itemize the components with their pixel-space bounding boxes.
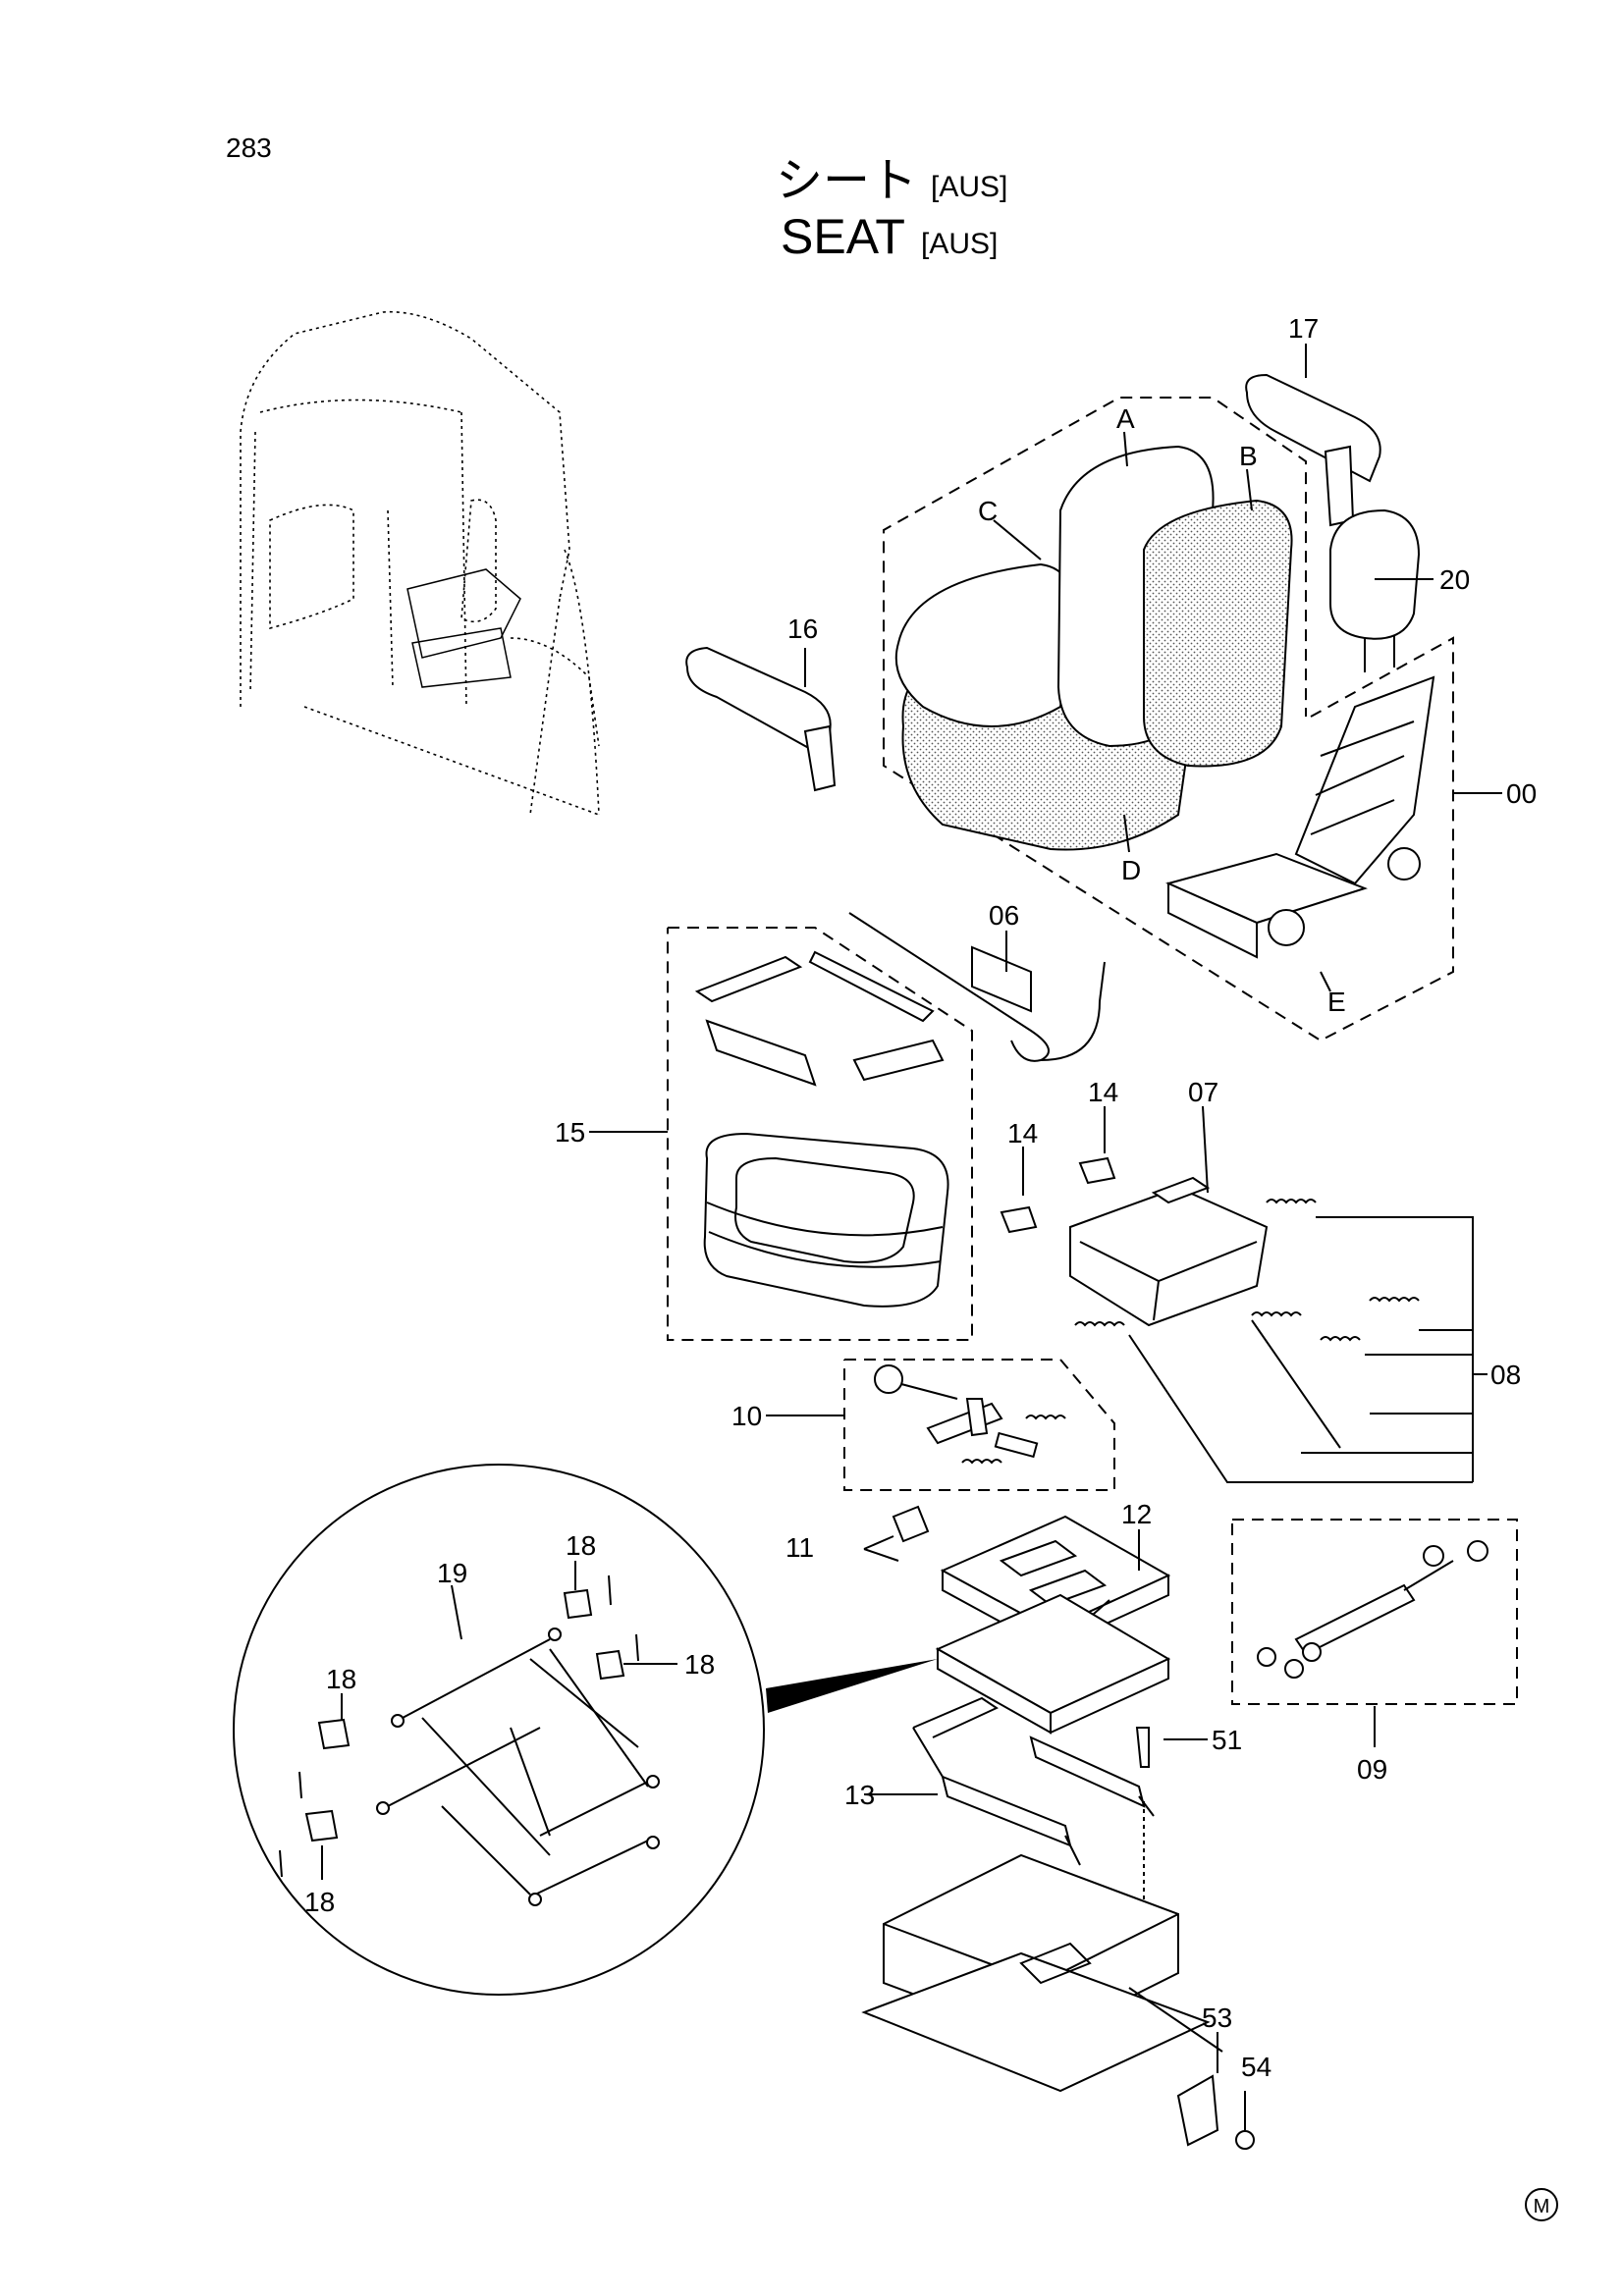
callout-b: B — [1239, 441, 1258, 471]
callout-12: 12 — [1121, 1499, 1152, 1529]
seat-assembly-outline — [883, 397, 1454, 1042]
group-15-outline — [667, 927, 973, 1341]
callout-54: 54 — [1241, 2052, 1271, 2082]
bracket-07 — [1069, 1176, 1269, 1327]
springs-08 — [1074, 1199, 1488, 1483]
callout-08: 08 — [1490, 1360, 1521, 1390]
callout-00: 00 — [1506, 778, 1537, 809]
callout-c: C — [978, 496, 998, 526]
callout-17: 17 — [1288, 313, 1319, 344]
suspension-12 — [935, 1515, 1171, 1735]
armrest-17 — [1245, 373, 1381, 527]
page-number: 283 — [226, 133, 272, 163]
lever-13 — [912, 1696, 1155, 1866]
group-09-outline — [1231, 1519, 1518, 1705]
bracket-53 — [1176, 2074, 1219, 2147]
brand-mark-letter: M — [1534, 2196, 1550, 2217]
callout-09: 09 — [1357, 1754, 1387, 1785]
title-region-tag-en: [AUS] — [921, 228, 998, 260]
callout-15: 15 — [555, 1117, 585, 1148]
callout-20: 20 — [1439, 564, 1470, 595]
cab-overview-illustration — [240, 310, 600, 816]
brand-mark: M — [1525, 2188, 1558, 2221]
shock-absorber-09 — [1257, 1540, 1488, 1679]
leader-lines — [321, 344, 1502, 2130]
callout-labels: A B C D E 00 06 07 08 09 10 11 12 13 14 … — [304, 313, 1537, 2082]
callout-a: A — [1116, 403, 1135, 434]
callout-13: 13 — [844, 1780, 875, 1810]
title-region-tag-jp: [AUS] — [931, 171, 1007, 203]
callout-18d: 18 — [304, 1887, 335, 1917]
title-english: SEAT — [781, 209, 905, 264]
detail-zoom-circle — [233, 1464, 765, 1996]
callout-18c: 18 — [326, 1664, 356, 1694]
seat-slide-rails-15 — [694, 950, 949, 1308]
bolt-54 — [1235, 2130, 1255, 2150]
seat-c — [894, 562, 1073, 727]
zoom-pointer — [766, 1659, 938, 1713]
cap-14a — [1078, 1156, 1116, 1185]
bolt-51 — [1135, 1727, 1150, 1768]
scissor-linkage-19 — [376, 1628, 660, 1906]
callout-53: 53 — [1202, 2002, 1232, 2033]
callout-51: 51 — [1212, 1725, 1242, 1755]
callout-11: 11 — [785, 1532, 814, 1563]
callout-14a: 14 — [1088, 1077, 1118, 1107]
part-11 — [892, 1505, 930, 1543]
callout-18b: 18 — [684, 1649, 715, 1680]
callout-14b: 14 — [1007, 1118, 1038, 1148]
adjust-cable-06 — [848, 912, 1106, 1062]
callout-07: 07 — [1188, 1077, 1218, 1107]
back-cover-b — [1143, 499, 1293, 768]
callout-e: E — [1327, 987, 1346, 1017]
callout-d: D — [1121, 855, 1141, 885]
headrest-20 — [1329, 508, 1421, 672]
group-10-outline — [843, 1359, 1115, 1491]
base-frame — [861, 1853, 1223, 2093]
callout-16: 16 — [787, 614, 818, 644]
adjuster-kit-10 — [874, 1364, 1066, 1465]
seat-frame-e — [1165, 675, 1435, 959]
callout-19: 19 — [437, 1558, 467, 1588]
callout-10: 10 — [731, 1401, 762, 1431]
callout-18a: 18 — [566, 1530, 596, 1561]
slide-blocks-18 — [279, 1575, 639, 1878]
callout-06: 06 — [989, 900, 1019, 931]
cap-14b — [1000, 1205, 1038, 1234]
title-japanese: シート — [776, 153, 917, 208]
armrest-16 — [685, 646, 837, 792]
